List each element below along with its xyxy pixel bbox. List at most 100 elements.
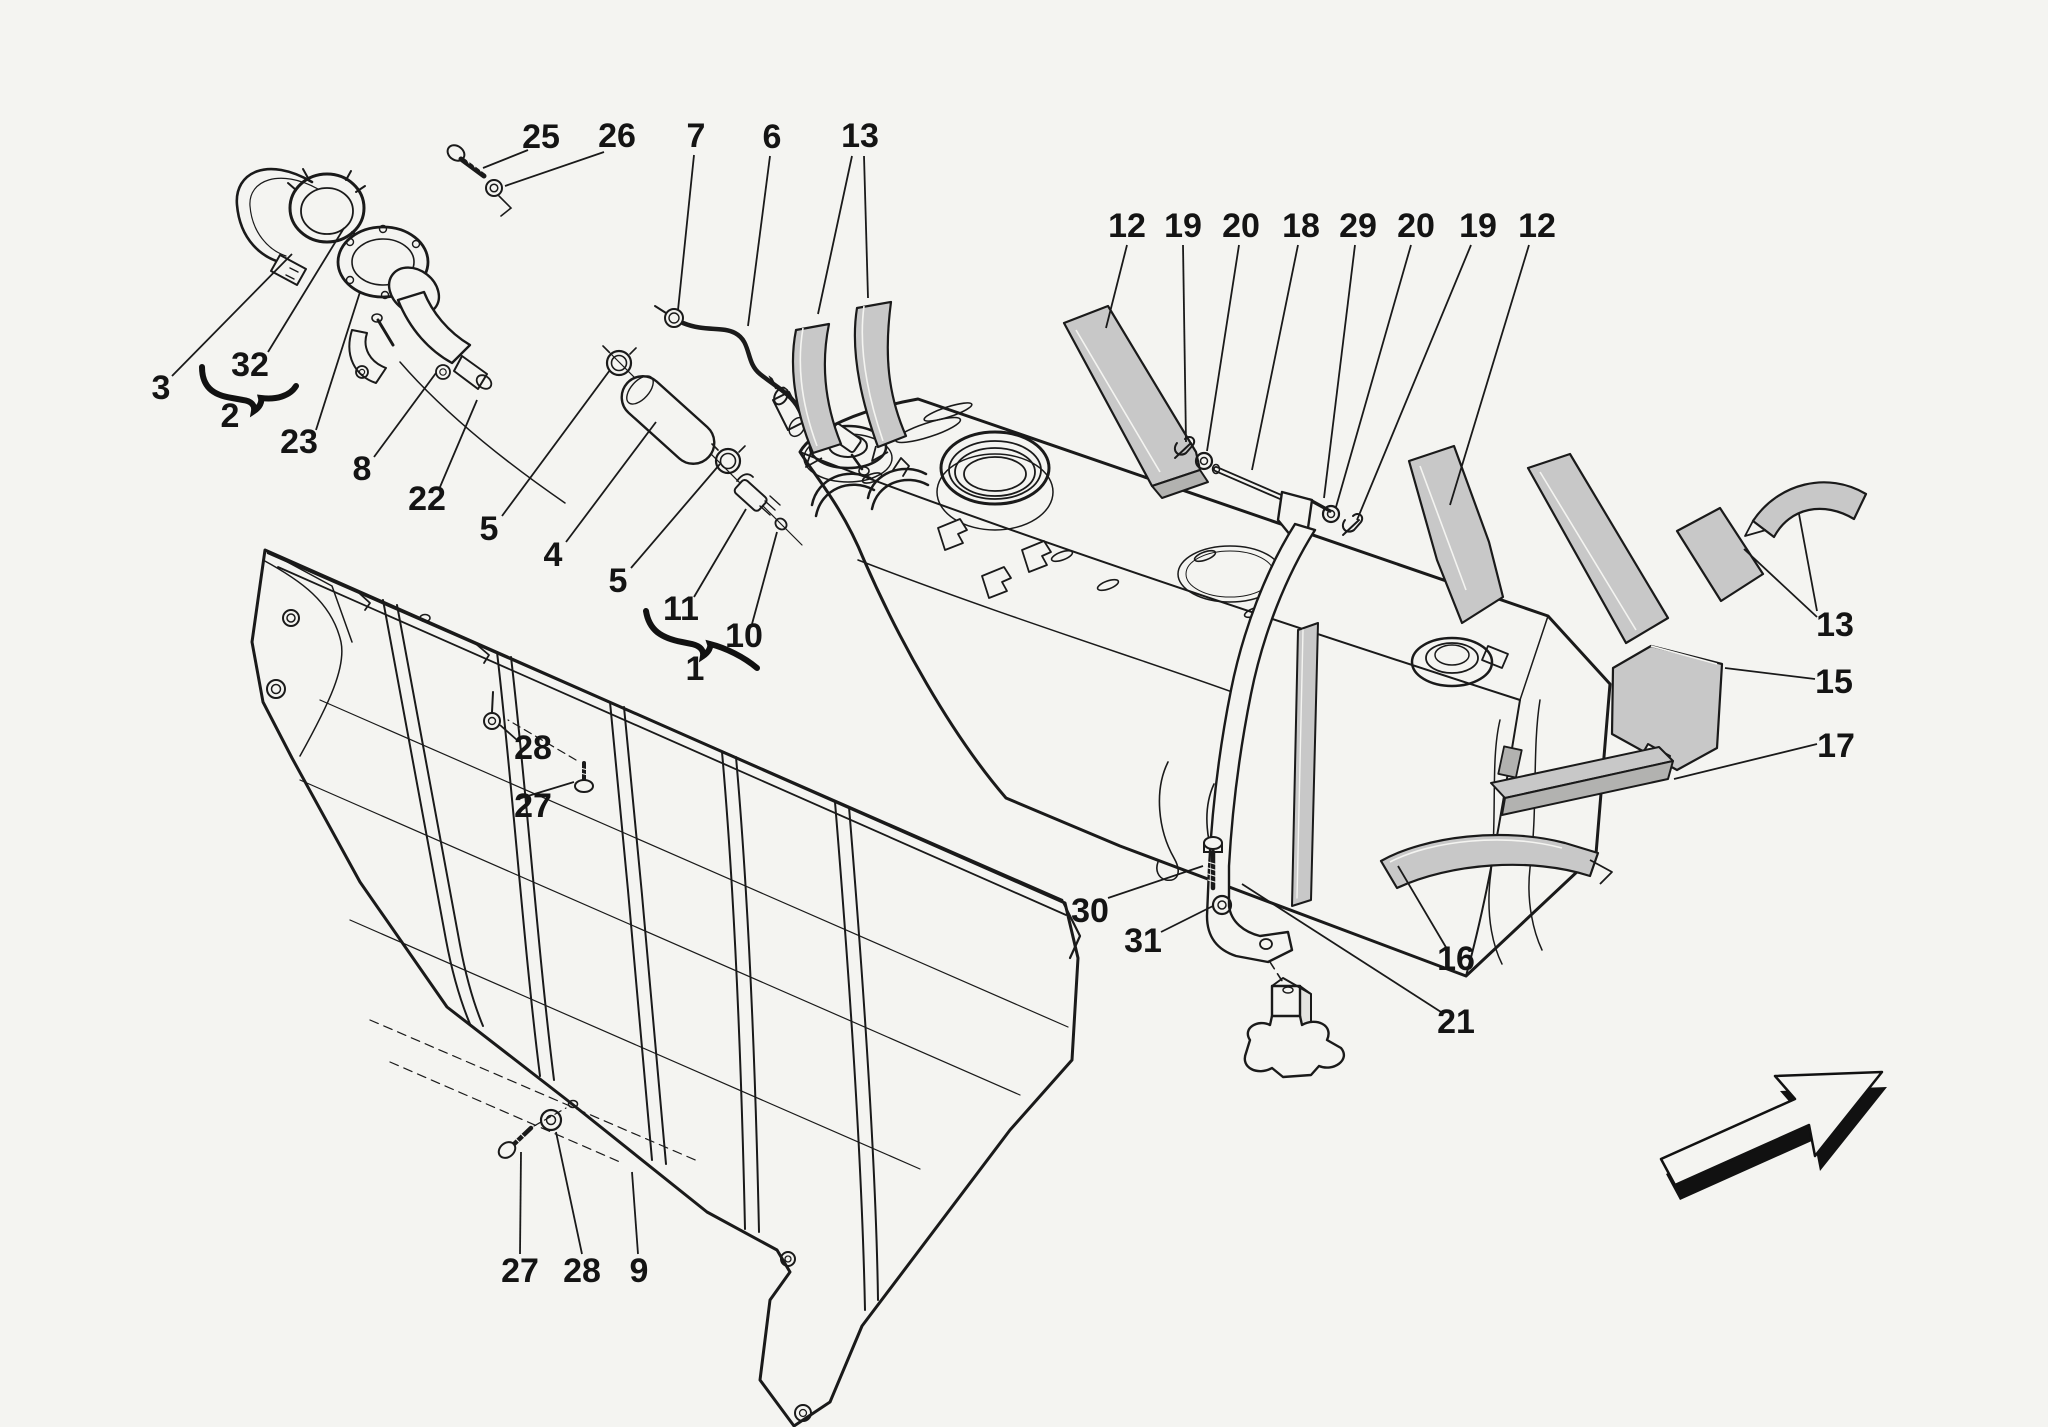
leader-c32 bbox=[267, 227, 345, 353]
leader-c22 bbox=[439, 399, 478, 488]
callout-c8: 8 bbox=[353, 450, 372, 488]
leader-c21 bbox=[1241, 883, 1442, 1013]
washer-31 bbox=[1211, 894, 1233, 916]
callout-c20a: 20 bbox=[1222, 207, 1260, 245]
leader-c5a bbox=[501, 369, 611, 517]
callout-c23: 23 bbox=[280, 423, 318, 461]
callout-c32: 32 bbox=[231, 346, 269, 384]
callout-c30: 30 bbox=[1071, 892, 1109, 930]
bolt-30 bbox=[1203, 836, 1233, 916]
bolt-25 bbox=[446, 144, 513, 217]
callout-c13t: 13 bbox=[841, 117, 879, 155]
sender-cap bbox=[287, 168, 367, 253]
filler-neck bbox=[936, 430, 1054, 531]
neck-clamps bbox=[810, 457, 930, 518]
leader-c11 bbox=[693, 508, 747, 598]
pad-17 bbox=[1490, 745, 1674, 816]
leader-c25 bbox=[482, 149, 529, 169]
leader-c31 bbox=[1160, 905, 1214, 933]
callout-c15: 15 bbox=[1815, 663, 1853, 701]
leader-c8 bbox=[373, 372, 437, 458]
callout-c16: 16 bbox=[1437, 940, 1475, 978]
callout-c20b: 20 bbox=[1397, 207, 1435, 245]
leader-c15 bbox=[1724, 667, 1816, 680]
leader-c13b bbox=[1743, 548, 1818, 618]
leader-c6 bbox=[747, 155, 771, 327]
leader-c27t bbox=[517, 781, 575, 800]
callout-c17: 17 bbox=[1817, 727, 1855, 765]
leader-c19b bbox=[1356, 244, 1472, 521]
leader-c16 bbox=[1397, 865, 1448, 950]
strap-anchor bbox=[1243, 977, 1345, 1079]
callout-c28b: 28 bbox=[563, 1252, 601, 1290]
callout-c1: 1 bbox=[686, 650, 705, 688]
leader-c27b bbox=[519, 1151, 522, 1255]
direction-arrow-icon bbox=[1659, 1070, 1887, 1200]
leader-c4 bbox=[565, 421, 657, 543]
leader-c29 bbox=[1323, 244, 1356, 499]
pin-29 bbox=[1308, 498, 1332, 513]
leader-c20b bbox=[1335, 244, 1412, 508]
callout-c21: 21 bbox=[1437, 1003, 1475, 1041]
leader-c26 bbox=[504, 151, 605, 187]
callout-c4: 4 bbox=[544, 536, 563, 574]
callout-c9: 9 bbox=[630, 1252, 649, 1290]
tank-brackets bbox=[937, 518, 1052, 599]
leader-c17 bbox=[1673, 743, 1818, 780]
leader-c28t bbox=[499, 724, 518, 741]
callout-c31: 31 bbox=[1124, 922, 1162, 960]
hose-clamp-7 bbox=[664, 308, 684, 328]
callout-c19a: 19 bbox=[1164, 207, 1202, 245]
leader-c9 bbox=[631, 1171, 639, 1255]
strap-12-right bbox=[1407, 444, 1505, 625]
bolt-27-top bbox=[483, 691, 594, 793]
leader-c5b bbox=[630, 463, 721, 569]
leader-c12a bbox=[1105, 244, 1128, 329]
hose-clamp-bracket bbox=[348, 313, 451, 384]
group-brace-2 bbox=[199, 364, 299, 418]
group-brace-1 bbox=[643, 608, 760, 671]
callout-c26: 26 bbox=[598, 117, 636, 155]
callout-c10: 10 bbox=[725, 617, 763, 655]
callout-c19b: 19 bbox=[1459, 207, 1497, 245]
leader-c10 bbox=[751, 531, 778, 625]
pump-body bbox=[387, 266, 493, 390]
callout-c3: 3 bbox=[152, 369, 171, 407]
leader-c23 bbox=[315, 291, 361, 431]
heat-shield bbox=[250, 548, 1082, 1427]
clamp-5b bbox=[711, 443, 746, 475]
callout-c12b: 12 bbox=[1518, 207, 1556, 245]
callout-c2: 2 bbox=[221, 397, 240, 435]
strap-12-left bbox=[1062, 304, 1209, 499]
leader-c13t bbox=[863, 155, 869, 299]
pad-15 bbox=[1610, 644, 1724, 772]
leader-c28b bbox=[555, 1131, 583, 1255]
callout-c27b: 27 bbox=[501, 1252, 539, 1290]
clip-19b bbox=[1341, 512, 1364, 536]
sender-cable bbox=[235, 167, 319, 286]
pad-13-top-right bbox=[853, 300, 908, 462]
washer-28-top bbox=[483, 712, 501, 730]
clip-19a bbox=[1173, 435, 1196, 459]
leader-c12b bbox=[1449, 244, 1530, 506]
callout-c5a: 5 bbox=[480, 510, 499, 548]
callout-c18: 18 bbox=[1282, 207, 1320, 245]
clamp-5a bbox=[602, 345, 637, 377]
bolt-27-bottom bbox=[497, 1099, 579, 1159]
washer-26 bbox=[485, 179, 503, 197]
strap-rod-hardware bbox=[1173, 435, 1364, 536]
pads-13-right bbox=[1526, 452, 1868, 645]
pad-13-top-left bbox=[791, 322, 843, 468]
shield-ribs bbox=[382, 599, 879, 1311]
callout-c25: 25 bbox=[522, 118, 560, 156]
leader-c7 bbox=[677, 154, 695, 311]
callout-c5b: 5 bbox=[609, 562, 628, 600]
callout-c27t: 27 bbox=[514, 787, 552, 825]
fuel-sender-assembly bbox=[235, 167, 566, 504]
shield-rail bbox=[266, 551, 1082, 960]
callout-c12a: 12 bbox=[1108, 207, 1146, 245]
leader-c19a bbox=[1182, 244, 1187, 443]
callout-c6: 6 bbox=[763, 118, 782, 156]
leader-c13b bbox=[1798, 513, 1818, 612]
